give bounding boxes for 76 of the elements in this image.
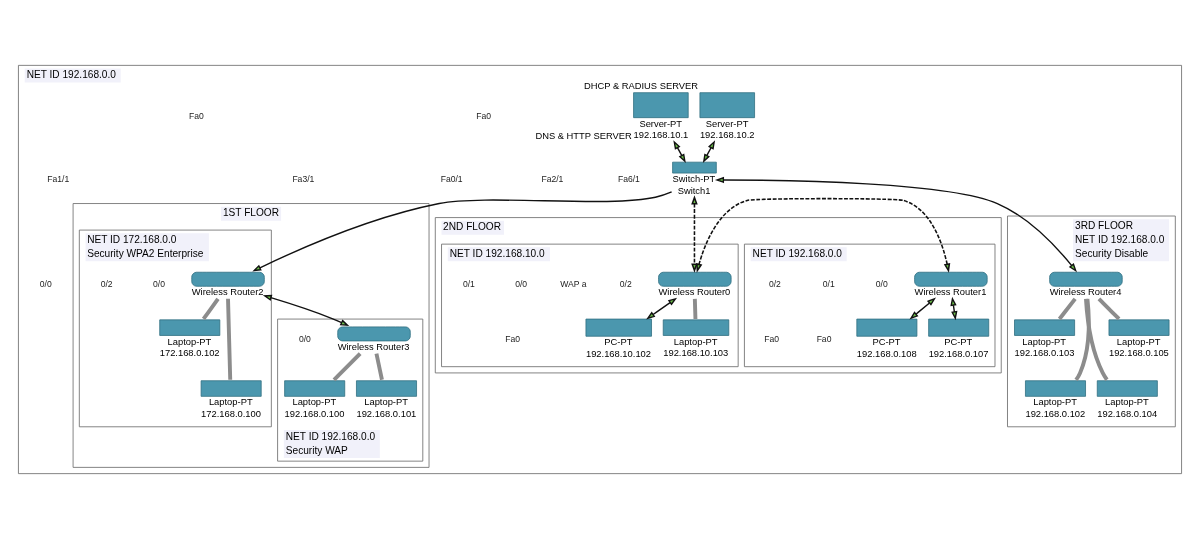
node-label: 192.168.10.1 — [633, 129, 689, 140]
node-label: Laptop-PT — [167, 336, 212, 347]
connector — [201, 297, 220, 320]
label: Fa2/1 — [541, 173, 564, 184]
arrow — [696, 197, 951, 273]
label: 0/0 — [39, 278, 52, 289]
node-label: Wireless Router4 — [1049, 286, 1122, 297]
node-label: 172.168.0.100 — [201, 408, 261, 419]
label: 0/0 — [875, 278, 888, 289]
node-label: 172.168.0.102 — [159, 347, 220, 358]
node-label: 192.168.0.102 — [1025, 408, 1086, 419]
arrow — [714, 176, 1077, 272]
label: Fa0/1 — [440, 173, 463, 184]
node-label: Wireless Router2 — [191, 286, 264, 297]
connector — [1097, 297, 1121, 320]
node-label: PC-PT — [944, 336, 973, 347]
node-label: 192.168.0.105 — [1108, 347, 1169, 358]
connector — [226, 298, 233, 380]
node-label: 192.168.0.103 — [1014, 347, 1075, 358]
node-label: PC-PT — [872, 336, 901, 347]
label: 0/2 — [768, 278, 781, 289]
node-label: Laptop-PT — [208, 396, 253, 407]
label: 0/0 — [515, 278, 528, 289]
label: Fa0 — [189, 110, 204, 121]
node-label: Laptop-PT — [1022, 336, 1067, 347]
node-label: Server-PT — [705, 118, 749, 129]
connector — [1074, 298, 1091, 381]
arrow — [262, 294, 350, 326]
node-label: 192.168.10.2 — [699, 129, 755, 140]
label: 0/0 — [152, 278, 165, 289]
arrow — [252, 190, 673, 271]
node-label: 192.168.10.102 — [585, 348, 652, 359]
label: Fa0 — [505, 333, 520, 344]
node-label: Wireless Router1 — [914, 286, 987, 297]
label: 0/0 — [298, 333, 311, 344]
arrow — [702, 139, 716, 163]
arrow — [673, 139, 686, 163]
connector — [332, 351, 362, 381]
connector — [692, 298, 698, 319]
node-label: 192.168.0.104 — [1097, 408, 1158, 419]
node-label: Switch1 — [677, 185, 711, 196]
connector — [374, 352, 384, 380]
label: Fa0 — [816, 333, 832, 344]
node-label: Laptop-PT — [1116, 336, 1161, 347]
label: 0/2 — [619, 278, 632, 289]
node-label: Laptop-PT — [364, 396, 408, 407]
label: Fa0 — [764, 333, 780, 344]
node-label: Switch-PT — [672, 173, 716, 184]
arrow — [646, 297, 678, 319]
node-label: 192.168.0.101 — [356, 408, 417, 419]
label: 0/1 — [822, 278, 835, 289]
label: Fa3/1 — [292, 173, 315, 184]
node-label: Wireless Router0 — [658, 286, 731, 297]
node-label: DNS & HTTP SERVER — [535, 130, 632, 141]
node-label: PC-PT — [604, 336, 633, 347]
label: WAP a — [560, 278, 587, 289]
label: Fa1/1 — [47, 173, 70, 184]
arrow — [909, 297, 936, 320]
node-label: Laptop-PT — [292, 396, 337, 407]
label: 0/2 — [100, 278, 113, 289]
node-label: Server-PT — [639, 118, 683, 129]
node-label: 192.168.0.100 — [284, 408, 345, 419]
connector — [1084, 298, 1109, 381]
node-label: Wireless Router3 — [337, 341, 410, 352]
node-label: Laptop-PT — [673, 336, 718, 347]
node-label: 192.168.0.107 — [928, 348, 989, 359]
node-label: Laptop-PT — [1033, 396, 1077, 407]
arrow — [691, 194, 698, 273]
node-label: 192.168.10.103 — [663, 347, 729, 358]
label: 0/1 — [462, 278, 475, 289]
node-label: Laptop-PT — [1105, 396, 1149, 407]
node-label: 192.168.0.108 — [856, 348, 917, 359]
node-label: DHCP & RADIUS SERVER — [583, 80, 699, 91]
connector — [1057, 297, 1077, 320]
label: Fa6/1 — [617, 173, 640, 184]
label: Fa0 — [476, 110, 492, 121]
